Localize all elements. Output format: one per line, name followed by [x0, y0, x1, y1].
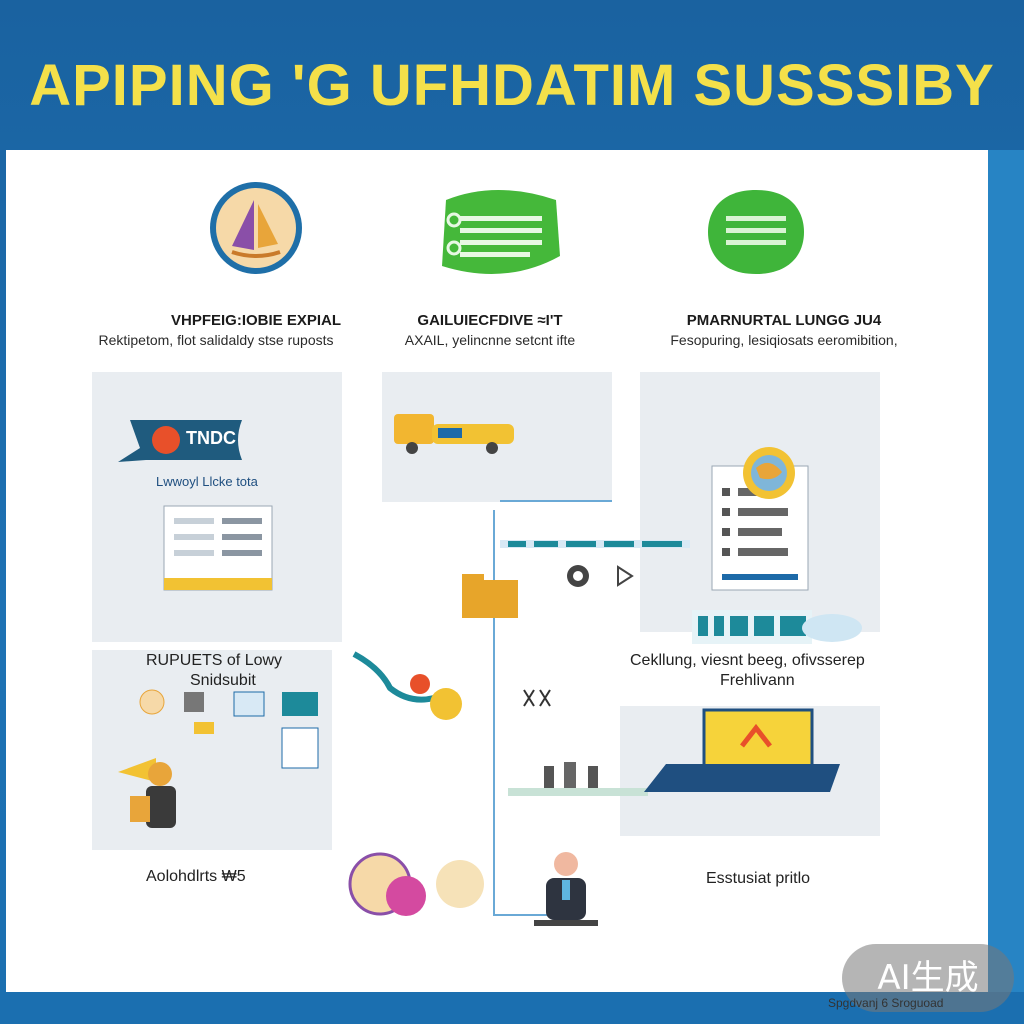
flow-art-icon	[352, 651, 462, 720]
right-block-title: Cekllung, viesnt beeg, ofivsserep	[630, 652, 865, 669]
left-table-icon	[163, 505, 273, 591]
connector-bottom	[493, 914, 557, 916]
record-icon	[567, 565, 589, 587]
caption-top-left: Lwwoyl Llcke tota	[156, 474, 258, 489]
card-3-title: PMARNURTAL LUNGG JU4	[686, 312, 882, 329]
card-3-subtitle: Fesopuring, lesiqiosats eeromibition,	[670, 332, 898, 348]
globe-icon	[743, 447, 795, 499]
bottles-icon	[508, 762, 648, 796]
bottom-right-label: Esstusiat pritlo	[706, 870, 811, 887]
left-block-title: RUPUETS of Lowy	[146, 652, 283, 669]
left-block-sub: Snidsubit	[190, 672, 256, 689]
card-1-title: VHPFEIG:IOBIE EXPIAL	[170, 312, 342, 329]
bottom-left-label: Aolohdlrts ₩5	[146, 868, 246, 885]
card-2-title: GAILUIECFDIVE ≈I'T	[417, 312, 563, 329]
sailboat-icon	[210, 182, 302, 274]
chat-bubble-icon	[708, 190, 804, 274]
person-flag-icon	[118, 758, 176, 828]
bottom-badges-icon	[348, 852, 484, 916]
ai-generated-badge: AI生成	[842, 944, 1014, 1012]
right-border-strip	[988, 150, 1024, 992]
speech-tag-shape	[118, 420, 242, 462]
pipeline-strip-icon	[500, 540, 690, 548]
connector-vertical	[493, 510, 495, 916]
page-title: APIPING 'G UFHDATIM SUSSSIBY	[29, 53, 995, 118]
laptop-chart-icon	[644, 708, 840, 792]
folder-icon	[462, 574, 518, 618]
puzzle-icon	[523, 689, 551, 707]
play-icon	[617, 565, 634, 587]
card-1-subtitle: Rektipetom, flot salidaldy stse ruposts	[98, 332, 334, 348]
yellow-truck-icon	[394, 414, 514, 454]
server-stack-icon	[442, 190, 560, 274]
teal-data-bar	[692, 610, 862, 644]
speech-tag-label: TNDC	[186, 428, 236, 448]
connector-top	[500, 500, 612, 502]
card-2-subtitle: AXAIL, yelincnne setcnt ifte	[404, 332, 576, 348]
presenter-icon	[534, 852, 598, 926]
right-block-sub: Frehlivann	[720, 672, 795, 689]
left-widgets-icon	[139, 689, 319, 769]
footer-credit: Spgdvanj 6 Sroguoad	[828, 996, 944, 1010]
